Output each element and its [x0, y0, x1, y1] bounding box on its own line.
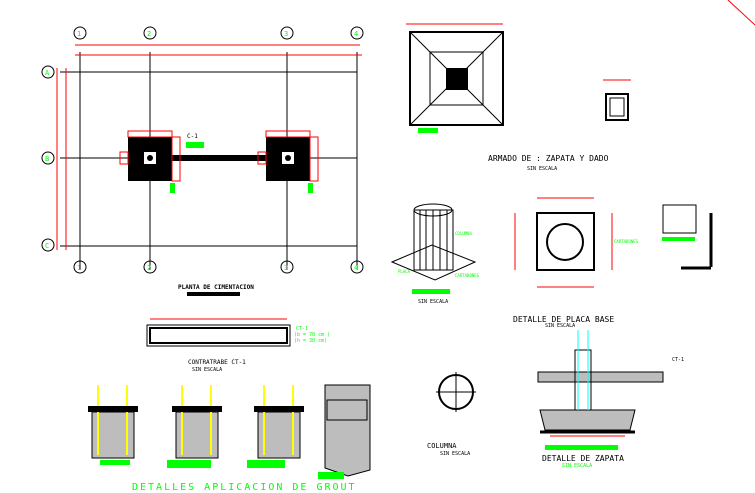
svg-text:3: 3 [284, 30, 288, 38]
svg-text:3: 3 [284, 264, 288, 272]
footing-detail: CT-1 DETALLE DE ZAPATA SIN ESCALA [537, 330, 684, 469]
scale-note: SIN ESCALA [192, 367, 222, 373]
svg-text:2: 2 [147, 30, 151, 38]
axis-bubble-1: 1 [73, 26, 87, 40]
title-planta: PLANTA DE CIMENTACION [178, 284, 254, 291]
axis-bubbles: 1 2 3 4 1 2 3 4 A B C [41, 26, 364, 274]
beam-note: CT-1 [296, 326, 308, 332]
axis-bubble-1b: 1 [73, 260, 87, 274]
svg-text:2: 2 [147, 264, 151, 272]
title-armado: ARMADO DE : ZAPATA Y DADO [488, 154, 609, 163]
title-columna: COLUMNA [427, 442, 457, 450]
corner-line [727, 0, 755, 26]
plate-label: PLACA [398, 269, 411, 274]
axis-bubble-B: B [41, 151, 55, 165]
axis-bubble-4b: 4 [350, 260, 364, 274]
svg-text:4: 4 [354, 264, 358, 272]
footing-label: C-1 [187, 133, 198, 140]
svg-text:B: B [45, 155, 49, 163]
beam-note: (h = 30 cm) [294, 338, 327, 344]
axis-bubble-C: C [41, 238, 55, 252]
footing-reinforcement-detail: ARMADO DE : ZAPATA Y DADO SIN ESCALA [406, 23, 631, 172]
gusset-label: CARTABONES [614, 239, 639, 244]
beam-tag: CT-1 [672, 357, 684, 363]
svg-text:A: A [45, 69, 50, 77]
base-plate-detail: CARTABONES DETALLE DE PLACA BASE SIN ESC… [513, 197, 713, 329]
axis-bubble-A: A [41, 65, 55, 79]
column-isometric: COLUMNA PLACA CARTABONES SIN ESCALA [390, 203, 480, 305]
grout-details: DETALLES APLICACION DE GROUT [88, 384, 371, 493]
grade-beam-detail: CT-1 (b = 70 cm ) (h = 30 cm) CONTRATRAB… [146, 318, 330, 373]
beam-note: (b = 70 cm ) [294, 332, 330, 338]
pedestal-section [605, 93, 629, 121]
axis-bubble-2: 2 [143, 26, 157, 40]
scale-note: SIN ESCALA [527, 166, 557, 172]
gusset-label: CARTABONES [455, 273, 480, 278]
scale-note: SIN ESCALA [562, 463, 592, 469]
column-section: COLUMNA SIN ESCALA [427, 372, 476, 457]
grade-beam [172, 155, 266, 161]
svg-text:1: 1 [77, 30, 81, 38]
scale-note: SIN ESCALA [418, 299, 448, 305]
title-grout: DETALLES APLICACION DE GROUT [132, 482, 357, 493]
title-contratrabe: CONTRATRABE CT-1 [188, 359, 246, 366]
svg-text:C: C [45, 242, 49, 250]
title-placa: DETALLE DE PLACA BASE [513, 315, 614, 324]
axis-bubble-4: 4 [350, 26, 364, 40]
axis-bubble-3: 3 [280, 26, 294, 40]
scale-note: SIN ESCALA [545, 323, 575, 329]
title-zapata: DETALLE DE ZAPATA [542, 454, 624, 463]
svg-text:4: 4 [354, 30, 358, 38]
svg-text:1: 1 [77, 264, 81, 272]
column-label: COLUMNA [455, 231, 472, 236]
axis-bubble-3b: 3 [280, 260, 294, 274]
foundation-plan: C-1 1 2 3 4 1 2 3 4 A B C PLANTA DE CIME… [41, 26, 364, 296]
axis-bubble-2b: 2 [143, 260, 157, 274]
scale-note: SIN ESCALA [440, 451, 470, 457]
